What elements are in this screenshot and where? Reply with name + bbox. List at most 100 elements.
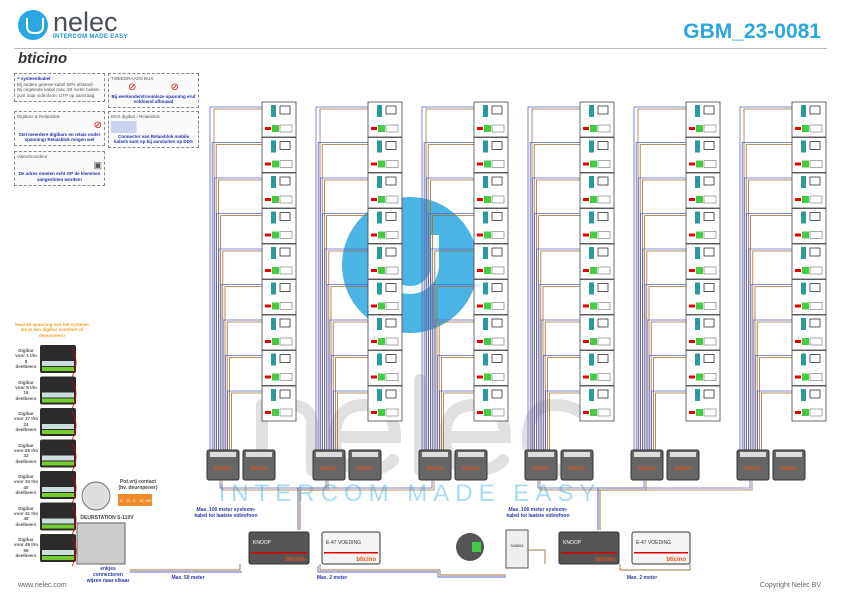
videophone-icon: [279, 247, 291, 257]
videophone-icon: [809, 212, 821, 221]
jumper-icon: [477, 269, 483, 272]
address-switch-icon: [597, 195, 611, 204]
address-switch-icon: [279, 266, 293, 275]
jumper-icon: [477, 233, 483, 237]
address-switch-icon: [703, 337, 717, 346]
address-switch-icon: [597, 302, 611, 310]
connector-icon: [696, 196, 703, 203]
videophone-icon: [279, 141, 291, 150]
bticino-logo: bticino: [18, 50, 68, 67]
address-switch-icon: [385, 266, 399, 275]
jumper-icon: [371, 162, 377, 166]
system-cable: [547, 357, 589, 455]
terminal-block-icon: [483, 318, 488, 330]
address-switch-icon: [385, 302, 399, 310]
system-cable: [441, 357, 483, 455]
connector-icon: [696, 125, 703, 132]
terminal-block-icon: [483, 176, 488, 188]
connector-icon: [802, 160, 809, 168]
zoom-detail-circle: [81, 481, 111, 511]
system-cable: [746, 213, 801, 455]
power-supply-brand: bticino: [356, 557, 376, 563]
system-cable: [642, 248, 695, 455]
terminal-block-icon: [377, 176, 382, 188]
terminal-block-icon: [801, 353, 806, 366]
address-switch-icon: [385, 124, 399, 133]
address-switch-icon: [279, 124, 293, 133]
terminal-block-icon: [801, 176, 806, 188]
terminal-block-icon: [271, 105, 276, 117]
address-switch-icon: [597, 373, 611, 381]
distributor-terminals: [316, 452, 342, 457]
system-cable: [437, 355, 483, 455]
connector-icon: [802, 231, 809, 239]
connector-detail-icon: [472, 542, 481, 552]
address-switch-icon: [491, 302, 505, 310]
system-cable: [653, 357, 695, 455]
jumper-icon: [477, 375, 483, 379]
system-cable: [527, 106, 589, 455]
jumper-icon: [583, 198, 589, 201]
videophone-icon: [703, 283, 715, 292]
terminal-block-icon: [483, 389, 488, 401]
legend-digitizers: Digibars & Relaisblok ⊘ Stel meerdere di…: [14, 110, 105, 146]
jumper-icon: [583, 127, 589, 130]
videophone-icon: [809, 283, 821, 292]
jumper-icon: [583, 375, 589, 379]
videophone-icon: [491, 389, 503, 399]
distributor-terminals: [564, 452, 590, 457]
videophone-icon: [491, 176, 503, 186]
videophone-icon: [491, 141, 503, 150]
videophone-icon: [385, 318, 397, 328]
system-cable: [649, 355, 695, 455]
connector-icon: [484, 125, 491, 132]
interface-module: [505, 529, 529, 569]
address-switch-icon: [279, 302, 293, 310]
bus-cable: [130, 566, 506, 578]
terminal-block-icon: [377, 318, 382, 330]
distributor-brand: bticino: [357, 466, 373, 472]
distributor-box: [312, 449, 346, 481]
connector-icon: [272, 373, 279, 381]
videophone-icon: [491, 283, 503, 292]
terminal-block-icon: [589, 105, 594, 117]
terminal-block-icon: [271, 176, 276, 188]
connector-icon: [590, 160, 597, 168]
address-switch-icon: [703, 408, 717, 417]
footer-url[interactable]: www.nelec.com: [18, 582, 67, 589]
jumper-icon: [371, 233, 377, 237]
videophone-icon: [809, 141, 821, 150]
legend-videophone-title: Videofoon/deur: [17, 153, 48, 159]
videophone-icon: [385, 141, 397, 150]
videophone-icon: [809, 318, 821, 328]
connector-icon: [484, 196, 491, 203]
jumper-icon: [795, 233, 801, 237]
connector-icon: [696, 338, 703, 345]
address-switch-icon: [385, 231, 399, 239]
jumper-icon: [477, 127, 483, 130]
node-unit-label: KNOOP: [253, 540, 272, 546]
videophone-icon: [279, 389, 291, 399]
node-unit: [248, 531, 310, 565]
terminal-block-icon: [801, 105, 806, 117]
terminal-block-icon: [695, 211, 700, 224]
no-sign-icon: ⊘: [170, 81, 179, 93]
terminal-block-icon: [695, 176, 700, 188]
address-switch-icon: [703, 124, 717, 133]
connector-icon: [590, 125, 597, 132]
distributor-terminals: [528, 452, 554, 457]
address-switch-icon: [279, 408, 293, 417]
distributor-brand: bticino: [569, 466, 585, 472]
system-cable: [638, 177, 695, 455]
system-cable: [439, 390, 483, 455]
jumper-icon: [689, 411, 695, 414]
terminal-block-icon: [695, 247, 700, 259]
dds-connector-icon: [111, 120, 196, 133]
videophone-icon: [597, 354, 609, 363]
distributor-box: [418, 449, 452, 481]
system-cable: [209, 106, 271, 455]
distributor-terminals: [776, 452, 802, 457]
digitizer-label: Digibar voor 41 t/m 48 deelbeers: [14, 505, 39, 527]
